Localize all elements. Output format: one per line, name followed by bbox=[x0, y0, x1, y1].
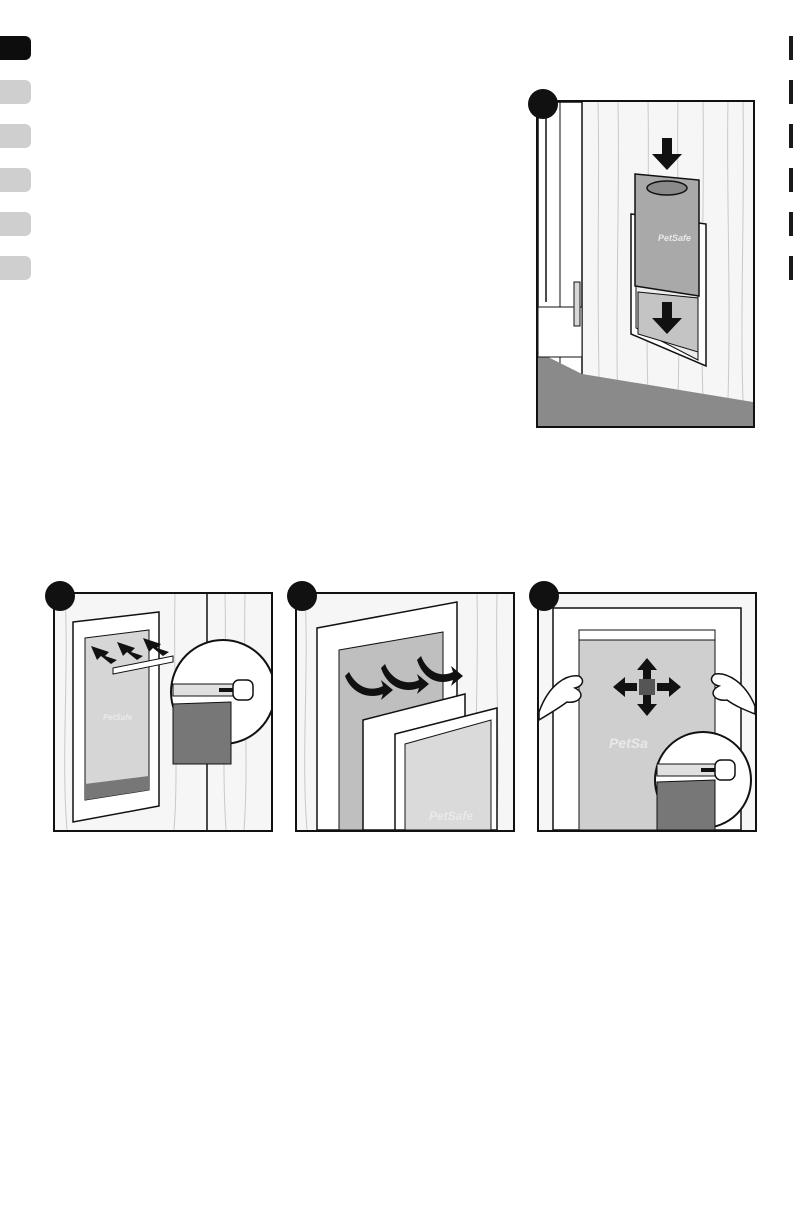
figure-insert-flap: PetSafe bbox=[536, 100, 755, 428]
right-edge-tab-5 bbox=[789, 212, 793, 236]
chapter-tab-5[interactable] bbox=[0, 212, 31, 236]
brand-logo-text: PetSafe bbox=[103, 713, 133, 722]
chapter-tab-3[interactable] bbox=[0, 124, 31, 148]
chapter-tab-4[interactable] bbox=[0, 168, 31, 192]
step-badge-3 bbox=[287, 581, 317, 611]
right-edge-tab-4 bbox=[789, 168, 793, 192]
chapter-tab-1[interactable] bbox=[0, 36, 31, 60]
step-badge-2 bbox=[45, 581, 75, 611]
chapter-tab-6[interactable] bbox=[0, 256, 31, 280]
brand-logo-text: PetSafe bbox=[658, 233, 691, 243]
brand-logo-text: PetSa bbox=[609, 735, 648, 751]
right-edge-tab-6 bbox=[789, 256, 793, 280]
right-edge-tab-1 bbox=[789, 36, 793, 60]
chapter-tab-2[interactable] bbox=[0, 80, 31, 104]
step-badge-4 bbox=[529, 581, 559, 611]
brand-logo-text: PetSafe bbox=[429, 809, 473, 823]
figure-adjust-flap: PetSa bbox=[537, 592, 757, 832]
right-edge-tab-3 bbox=[789, 124, 793, 148]
figure-remove-bar: PetSafe bbox=[53, 592, 273, 832]
figure-attach-flap: PetSafe bbox=[295, 592, 515, 832]
right-edge-tab-2 bbox=[789, 80, 793, 104]
hinge-icon bbox=[574, 282, 580, 326]
step-badge-1 bbox=[528, 89, 558, 119]
